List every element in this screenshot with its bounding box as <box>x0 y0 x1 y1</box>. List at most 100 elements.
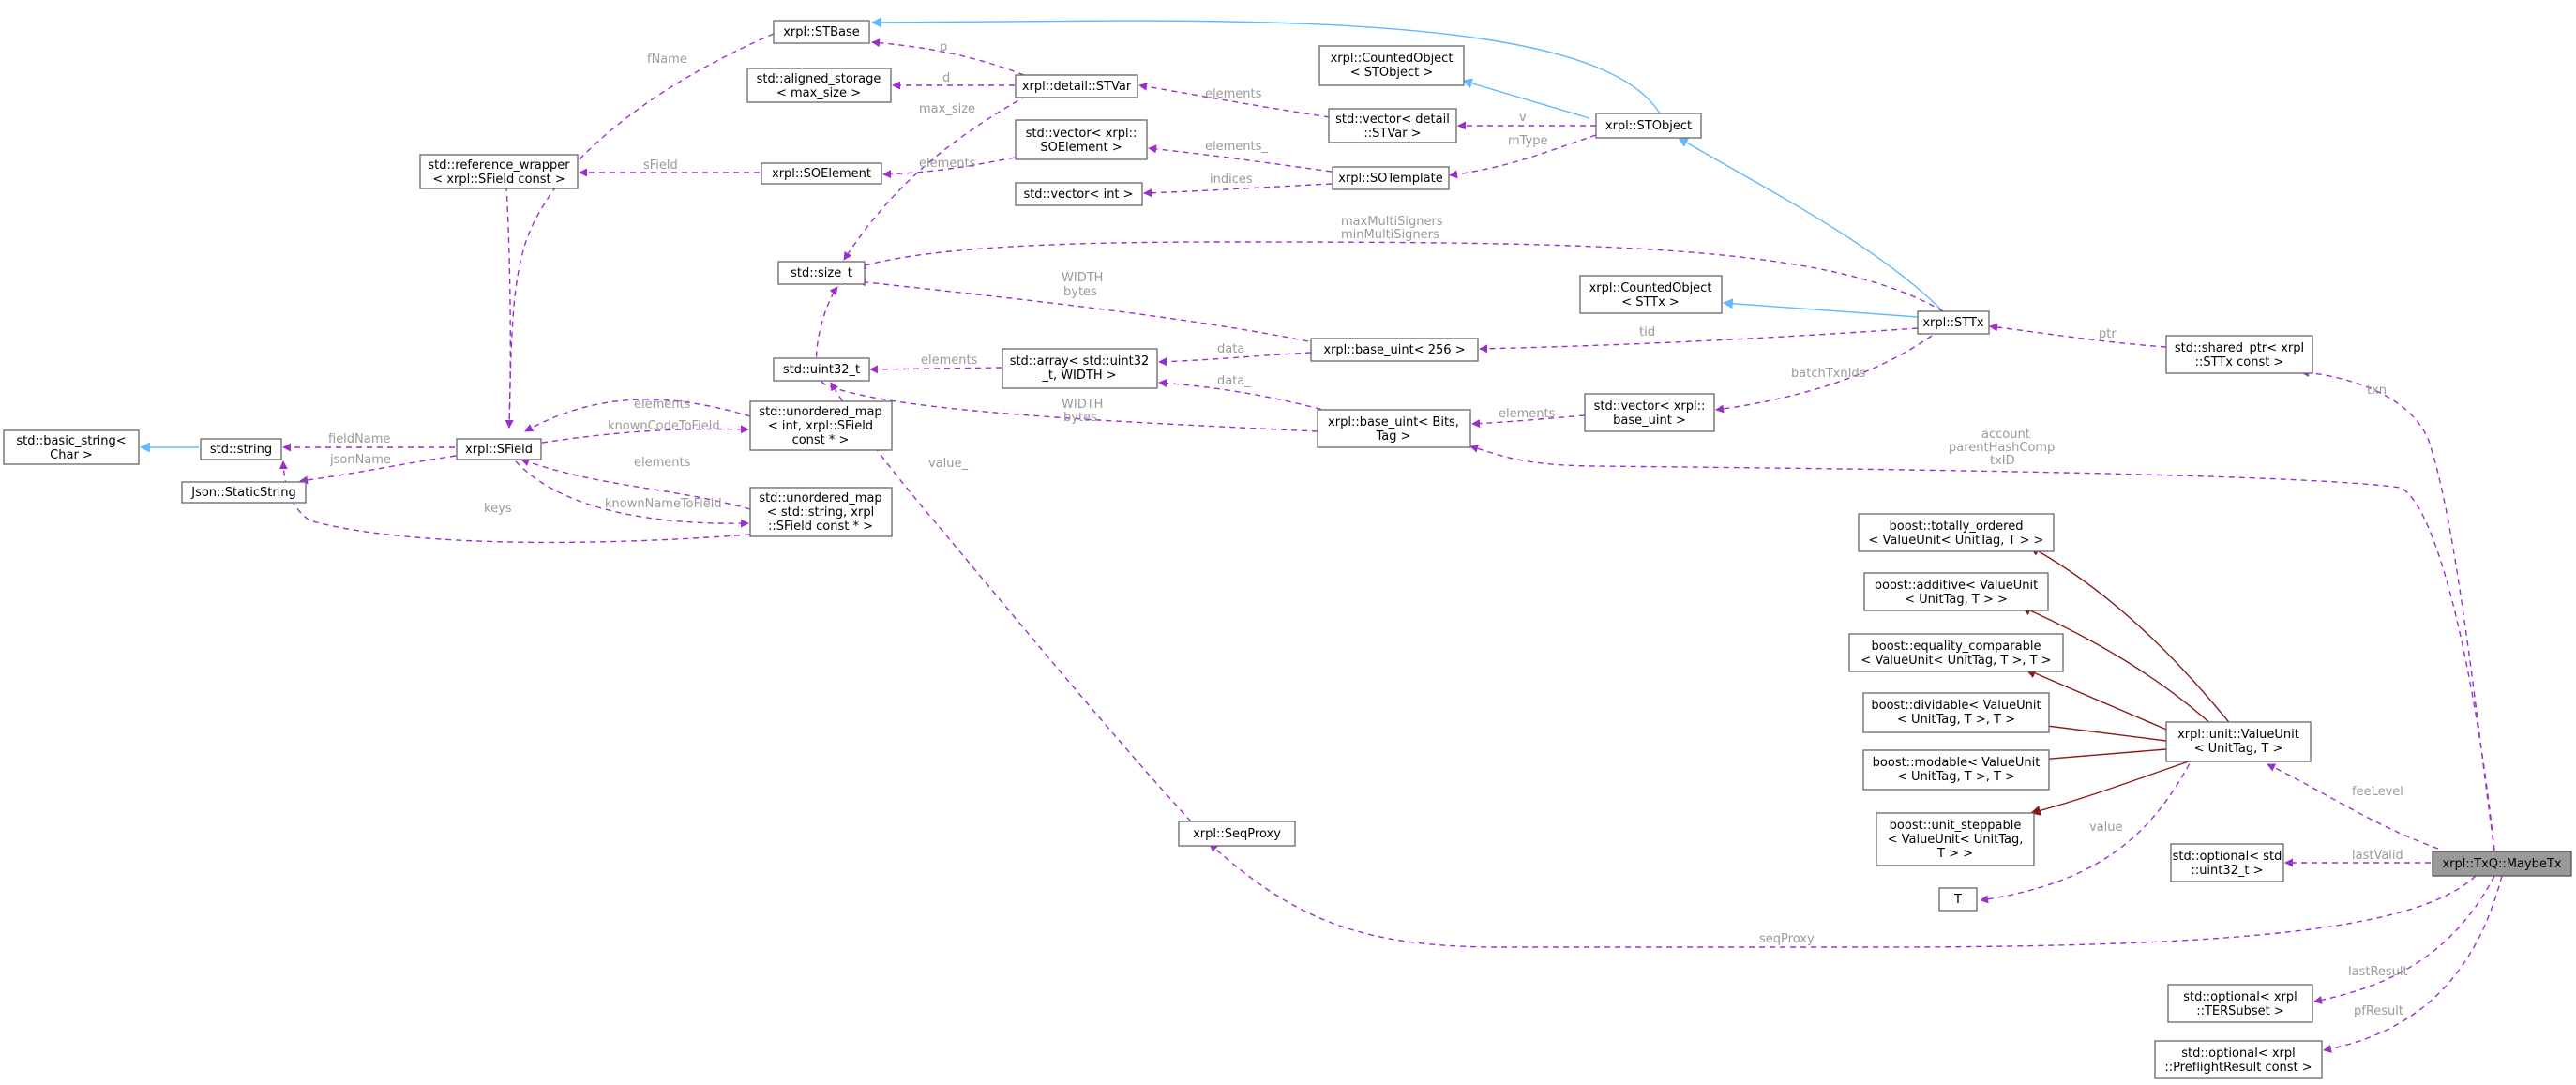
node-label: < ValueUnit< UnitTag, <box>1888 833 2024 847</box>
edge-valueunit-inherits-additive <box>2020 606 2214 727</box>
node-sttx[interactable]: xrpl::STTx <box>1917 310 1990 335</box>
label-value: value <box>2089 821 2123 835</box>
node-unordered-map-int[interactable]: std::unordered_map < int, xrpl::SField c… <box>749 400 893 451</box>
node-label: boost::equality_comparable <box>1872 640 2041 654</box>
node-vector-soelement[interactable]: std::vector< xrpl:: SOElement > <box>1015 119 1148 160</box>
label-elements-soelement: elements <box>919 157 976 171</box>
node-additive[interactable]: boost::additive< ValueUnit < UnitTag, T … <box>1863 572 2049 611</box>
label-elements-stvar: elements <box>1205 87 1262 101</box>
node-label: xrpl::STBase <box>783 25 860 39</box>
node-seqproxy[interactable]: xrpl::SeqProxy <box>1178 821 1296 847</box>
node-string[interactable]: std::string <box>200 438 282 460</box>
node-label: boost::additive< ValueUnit <box>1875 579 2038 593</box>
label-jsonname: jsonName <box>329 453 391 467</box>
edge-sfield-knownnametofield-umap-string <box>515 460 749 528</box>
label-data-1: data <box>1217 342 1244 356</box>
node-totally-ordered[interactable]: boost::totally_ordered < ValueUnit< Unit… <box>1858 513 2055 552</box>
label-width-bytes-2b: bytes <box>1063 411 1097 425</box>
node-vector-base-uint[interactable]: std::vector< xrpl:: base_uint > <box>1584 393 1715 432</box>
node-basic-string[interactable]: std::basic_string< Char > <box>3 429 140 465</box>
node-label: xrpl::unit::ValueUnit <box>2177 728 2299 742</box>
node-optional-uint32[interactable]: std::optional< std ::uint32_t > <box>2170 843 2284 882</box>
node-shared-ptr-sttx[interactable]: std::shared_ptr< xrpl ::STTx const > <box>2165 335 2313 374</box>
node-label: ::STVar > <box>1363 127 1421 141</box>
node-vector-stvar[interactable]: std::vector< detail ::STVar > <box>1328 108 1457 143</box>
node-uint32-t[interactable]: std::uint32_t <box>773 357 870 382</box>
node-valueunit[interactable]: xrpl::unit::ValueUnit < UnitTag, T > <box>2165 721 2312 762</box>
node-label: < STTx > <box>1621 295 1680 309</box>
node-label: ::STTx const > <box>2195 355 2284 369</box>
node-stobject[interactable]: xrpl::STObject <box>1595 113 1702 139</box>
node-label: std::vector< xrpl:: <box>1594 399 1706 414</box>
node-label: base_uint > <box>1613 414 1686 428</box>
node-unordered-map-string[interactable]: std::unordered_map < std::string, xrpl :… <box>749 487 893 537</box>
node-base-uint-256[interactable]: xrpl::base_uint< 256 > <box>1310 338 1479 362</box>
node-soelement[interactable]: xrpl::SOElement <box>761 162 882 185</box>
node-label: boost::dividable< ValueUnit <box>1871 699 2041 713</box>
node-label: T <box>1953 893 1962 907</box>
node-label: _t, WIDTH > <box>1041 369 1116 383</box>
label-elements-base-uint: elements <box>1499 407 1556 421</box>
node-label: std::vector< detail <box>1335 113 1450 127</box>
node-json-static-string[interactable]: Json::StaticString <box>181 481 307 504</box>
node-dividable[interactable]: boost::dividable< ValueUnit < UnitTag, T… <box>1862 692 2050 733</box>
node-label: std::aligned_storage <box>757 72 881 86</box>
node-counted-stobject[interactable]: xrpl::CountedObject < STObject > <box>1318 45 1465 86</box>
edge-base-uint-256-data-array <box>1158 352 1312 367</box>
node-label: Json::StaticString <box>190 486 296 500</box>
label-seqproxy: seqProxy <box>1759 932 1815 946</box>
node-label: < ValueUnit< UnitTag, T > > <box>1869 534 2044 548</box>
edge-vector-stvar-elements-stvar <box>1138 82 1331 118</box>
edge-sttx-batchtxnids-vector-base-uint <box>1715 335 1933 414</box>
node-label: xrpl::CountedObject <box>1331 52 1454 66</box>
node-stbase[interactable]: xrpl::STBase <box>773 20 870 44</box>
node-optional-tersubset[interactable]: std::optional< xrpl ::TERSubset > <box>2167 984 2313 1023</box>
node-optional-preflight[interactable]: std::optional< xrpl ::PreflightResult co… <box>2154 1040 2323 1079</box>
node-maybetx[interactable]: xrpl::TxQ::MaybeTx <box>2432 851 2572 877</box>
edge-sfield-knowncodetofield-umap-int <box>541 425 749 444</box>
label-elements-uint32: elements <box>921 354 978 368</box>
node-sotemplate[interactable]: xrpl::SOTemplate <box>1332 166 1450 190</box>
node-counted-sttx[interactable]: xrpl::CountedObject < STTx > <box>1579 275 1723 314</box>
node-label: ::TERSubset > <box>2196 1004 2284 1018</box>
label-width-bytes-2a: WIDTH <box>1062 398 1103 412</box>
node-base-uint-bits[interactable]: xrpl::base_uint< Bits, Tag > <box>1317 409 1471 448</box>
node-aligned-storage[interactable]: std::aligned_storage < max_size > <box>746 68 892 103</box>
node-label: xrpl::base_uint< 256 > <box>1323 343 1465 357</box>
label-account: account <box>1981 428 2030 442</box>
edge-maybetx-txn-shared-ptr <box>2300 369 2495 851</box>
node-label: std::string <box>210 443 272 457</box>
edge-stobject-inherits-counted-stobject <box>1461 78 1590 119</box>
edge-base-uint-bits-data-array <box>1158 379 1342 415</box>
node-unit-steppable[interactable]: boost::unit_steppable < ValueUnit< UnitT… <box>1876 812 2035 866</box>
label-p: p <box>940 40 947 54</box>
node-label: ::PreflightResult const > <box>2164 1061 2312 1075</box>
node-stvar[interactable]: xrpl::detail::STVar <box>1015 74 1138 98</box>
edge-umap-string-elements-sfield <box>520 458 751 510</box>
node-label: std::optional< xrpl <box>2183 990 2297 1004</box>
edge-umap-int-elements-sfield <box>524 399 751 432</box>
edge-sotemplate-elements-vector-soelement <box>1148 144 1333 173</box>
node-label: xrpl::detail::STVar <box>1022 80 1132 94</box>
node-size-t[interactable]: std::size_t <box>777 261 866 285</box>
label-fieldname: fieldName <box>328 432 390 446</box>
node-label: xrpl::STTx <box>1922 316 1984 330</box>
edge-sotemplate-indices-vector-int <box>1143 183 1333 198</box>
node-label: std::basic_string< <box>16 434 126 448</box>
label-knownnametofield: knownNameToField <box>605 497 722 511</box>
node-label: std::unordered_map <box>759 405 881 419</box>
node-equality-comparable[interactable]: boost::equality_comparable < ValueUnit< … <box>1848 633 2064 672</box>
node-label: std::optional< xrpl <box>2181 1047 2296 1061</box>
node-modable[interactable]: boost::modable< ValueUnit < UnitTag, T >… <box>1862 749 2050 791</box>
node-t[interactable]: T <box>1938 887 1978 912</box>
edge-valueunit-value-t <box>1980 754 2195 904</box>
edge-vector-soelement-elements-soelement <box>882 157 1016 179</box>
label-d: d <box>942 71 950 85</box>
node-label: < ValueUnit< UnitTag, T >, T > <box>1860 654 2051 668</box>
node-label: std::uint32_t <box>783 363 860 377</box>
node-array-uint32[interactable]: std::array< std::uint32 _t, WIDTH > <box>1002 348 1158 389</box>
node-reference-wrapper[interactable]: std::reference_wrapper < xrpl::SField co… <box>419 154 579 189</box>
node-vector-int[interactable]: std::vector< int > <box>1015 182 1143 206</box>
node-sfield[interactable]: xrpl::SField <box>456 438 542 460</box>
edge-sttx-tid-base-uint-256 <box>1479 327 1919 354</box>
